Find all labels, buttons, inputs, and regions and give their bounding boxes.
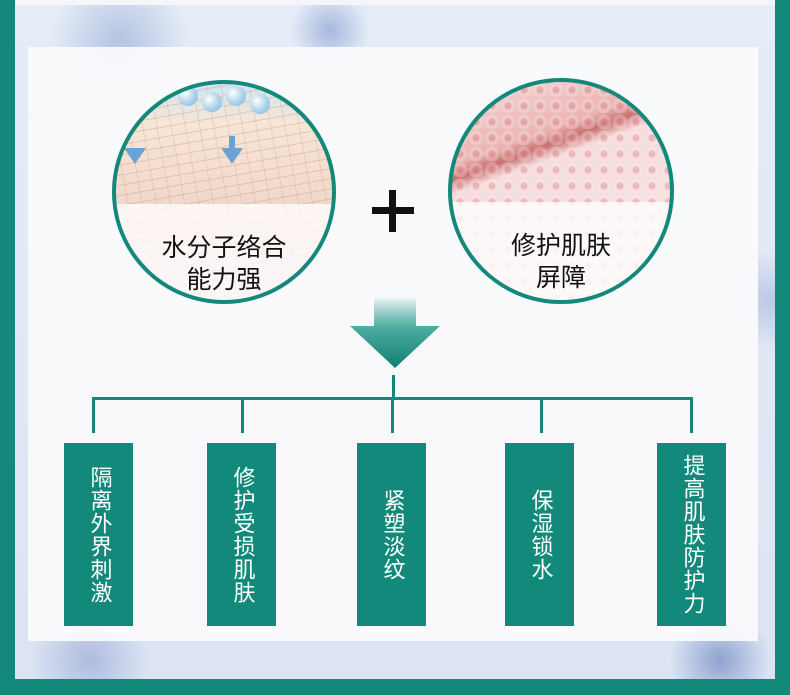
- feature-label-line2: 屏障: [535, 263, 586, 292]
- connector-trunk: [392, 375, 395, 399]
- benefit-label: 隔离外界刺激: [86, 465, 112, 604]
- feature-label: 修护肌肤 屏障: [452, 230, 670, 294]
- down-arrow-icon: [350, 296, 440, 368]
- water-bubble-icon: [250, 94, 270, 114]
- frame-border-left: [0, 0, 15, 695]
- benefit-label: 保湿锁水: [527, 488, 553, 581]
- feature-label-line1: 水分子络合: [161, 233, 287, 262]
- feature-label: 水分子络合 能力强: [116, 232, 332, 296]
- benefit-label: 提高肌肤防护力: [679, 454, 705, 615]
- arrow-stem: [229, 136, 235, 150]
- water-bubble-icon: [226, 86, 246, 106]
- feature-label-line2: 能力强: [186, 265, 262, 294]
- text-veil: [452, 202, 670, 300]
- connector-branch: [540, 397, 543, 433]
- water-bubble-icon: [178, 86, 198, 106]
- water-bubble-icon: [202, 92, 222, 112]
- connector-branch: [391, 397, 394, 433]
- feature-circle-water-molecule: 水分子络合 能力强: [112, 80, 336, 304]
- benefit-box: 保湿锁水: [505, 443, 574, 626]
- feature-circle-skin-barrier: 修护肌肤 屏障: [448, 78, 674, 304]
- plus-icon: [372, 190, 414, 232]
- down-arrow-icon: [124, 148, 146, 164]
- text-veil: [116, 204, 332, 300]
- frame-border-bottom: [0, 679, 790, 695]
- connector-branch: [690, 397, 693, 433]
- down-arrow-icon: [221, 148, 243, 164]
- feature-label-line1: 修护肌肤: [510, 231, 611, 260]
- benefit-box: 修护受损肌肤: [207, 443, 276, 626]
- benefit-box: 提高肌肤防护力: [657, 443, 726, 626]
- benefit-box: 紧塑淡纹: [357, 443, 426, 626]
- connector-branch: [241, 397, 244, 433]
- benefit-box: 隔离外界刺激: [64, 443, 133, 626]
- benefit-label: 修护受损肌肤: [229, 465, 255, 604]
- top-strip: [15, 0, 775, 5]
- connector-branch: [92, 397, 95, 433]
- benefit-label: 紧塑淡纹: [379, 488, 405, 581]
- frame-border-right: [775, 0, 790, 695]
